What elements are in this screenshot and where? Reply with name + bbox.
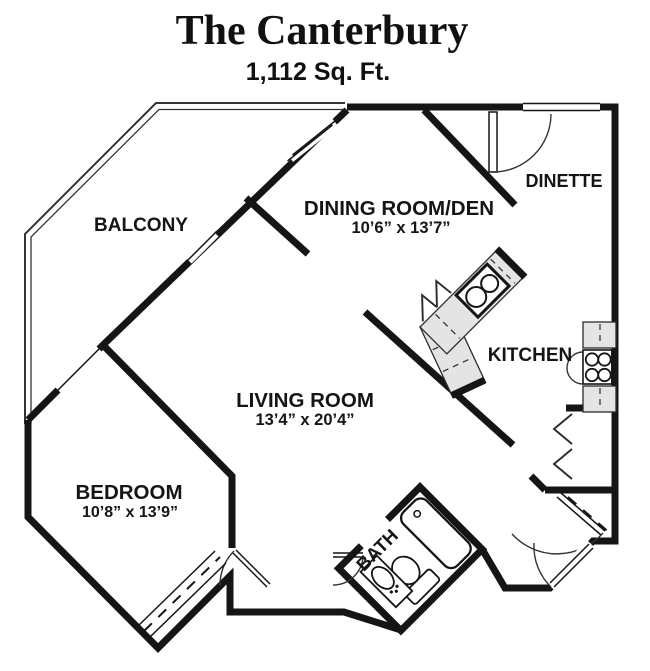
bathtub <box>399 497 472 570</box>
bathroom-sink <box>370 565 395 590</box>
room-label-balcony: BALCONY <box>94 215 188 236</box>
burner <box>584 367 600 383</box>
faucet <box>394 589 398 593</box>
kitchen-right-unit <box>552 321 617 480</box>
oven-door-swing <box>566 351 584 385</box>
utility-closet-bifold-doors <box>552 413 573 480</box>
room-label-dining: DINING ROOM/DEN <box>304 197 494 220</box>
balcony-slider-window-lower <box>184 229 219 264</box>
bathroom <box>332 482 488 636</box>
cabinet-bifold-marks <box>421 279 452 322</box>
balcony-slider-window-upper <box>286 118 339 162</box>
bedroom-window <box>54 345 103 394</box>
faucet-handle <box>395 584 399 588</box>
balcony-railing <box>24 102 345 424</box>
stove <box>566 349 617 385</box>
page-subtitle: 1,112 Sq. Ft. <box>246 58 391 86</box>
coat-closet-door <box>511 492 606 555</box>
room-label-kitchen: KITCHEN <box>488 345 572 366</box>
bedroom-closet <box>138 550 227 638</box>
counter-end-wall <box>450 377 487 399</box>
room-label-bedroom: BEDROOM <box>75 481 182 504</box>
kitchen-counter-island <box>419 246 528 399</box>
kitchen-sink <box>453 261 512 320</box>
burner <box>597 352 612 367</box>
dinette-door <box>488 111 552 173</box>
tub-drain <box>413 509 422 518</box>
burner <box>584 352 600 367</box>
bathroom-vanity <box>359 554 414 609</box>
entry-door <box>533 539 594 591</box>
room-label-living: LIVING ROOM <box>236 389 374 412</box>
room-label-dinette: DINETTE <box>525 171 602 191</box>
walls <box>24 103 619 653</box>
room-dims-bedroom: 10’8” x 13’9” <box>82 504 178 521</box>
faucet-handle <box>389 590 393 594</box>
dinette-window <box>523 102 600 112</box>
room-dims-living: 13’4” x 20’4” <box>255 411 354 429</box>
coat-closet <box>511 492 612 555</box>
bath-door <box>332 552 364 586</box>
counter-cap-wall <box>494 246 528 280</box>
bedroom-door <box>219 549 271 588</box>
burner <box>597 367 612 383</box>
room-dims-dining: 10’6” x 13’7” <box>351 219 450 237</box>
page-title: The Canterbury <box>176 8 469 54</box>
